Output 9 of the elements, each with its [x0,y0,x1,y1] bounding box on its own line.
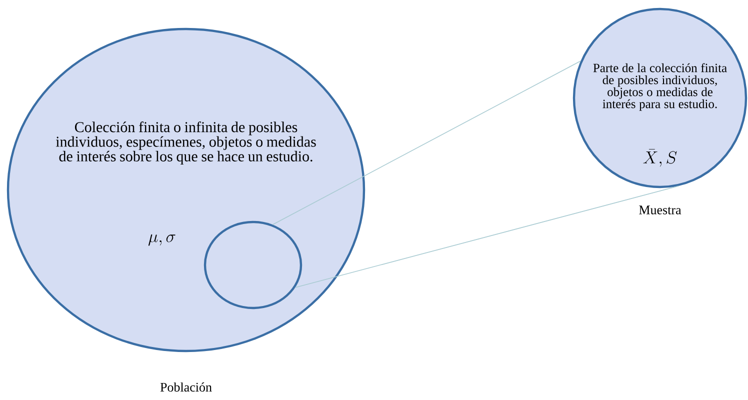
description-text: Parte de la colección finita de posibles individuos, objetos o medidas de interés para su estudio. [593,63,727,111]
circle-caption: Muestra [639,206,682,214]
connector-line [294,186,680,288]
circle-caption: Población [160,382,212,392]
parameter-formula: $\mu, \sigma$ [148,234,176,246]
description-text: Colección finita o infinita de posibles individuos, especímenes, objetos o medidas de interés sobre los que se hace un estudio. [56,122,316,164]
connector-line [272,60,581,226]
subset-circle [204,220,302,310]
parameter-formula: $\bar{X}, S$ [643,149,677,167]
